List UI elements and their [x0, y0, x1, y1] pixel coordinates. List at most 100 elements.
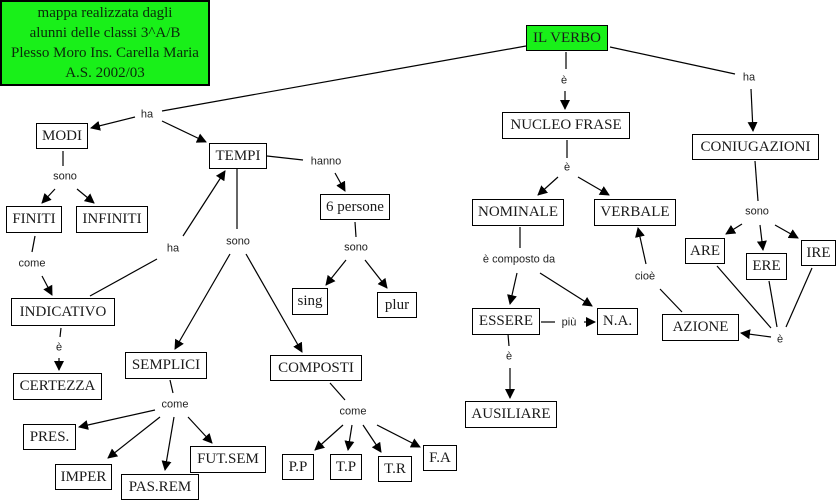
- edge-tempi-hanno: [266, 155, 304, 161]
- edge-come-imper: [107, 416, 161, 459]
- edge-come-tr: [362, 424, 382, 453]
- edge-sono-ire: [774, 224, 799, 239]
- link-label-semplici-come: come: [160, 398, 190, 411]
- edge-ha-tempi-up: [182, 170, 226, 237]
- node-pas-rem[interactable]: PAS.REM: [121, 474, 199, 500]
- link-label-persone-sono: sono: [343, 241, 369, 254]
- node-nominale[interactable]: NOMINALE: [472, 199, 564, 226]
- link-label-modi-sono: sono: [52, 170, 78, 183]
- node-tr[interactable]: T.R: [378, 456, 412, 482]
- edge-indicativo-e: [59, 327, 62, 338]
- node-ire[interactable]: IRE: [801, 240, 836, 266]
- edge-semplici-come: [169, 379, 174, 394]
- edge-come-pasrem: [161, 416, 175, 471]
- edge-come-futsem: [187, 416, 213, 444]
- edge-finiti-come: [31, 235, 36, 253]
- node-modi[interactable]: MODI: [36, 123, 88, 149]
- edge-composto-na: [539, 272, 593, 307]
- node-certezza[interactable]: CERTEZZA: [13, 373, 102, 400]
- node-nucleo-frase[interactable]: NUCLEO FRASE: [502, 112, 630, 139]
- link-label-coniugazioni-sono: sono: [744, 205, 770, 218]
- link-label-composti-come: come: [338, 405, 368, 418]
- node-essere[interactable]: ESSERE: [472, 308, 540, 335]
- edge-e-azione: [740, 329, 772, 340]
- link-label-essere-piu: più: [560, 316, 578, 329]
- edge-ire-e: [785, 267, 813, 328]
- edge-indicativo-ha: [89, 258, 158, 297]
- node-imper[interactable]: IMPER: [55, 464, 112, 490]
- node-plur[interactable]: plur: [377, 292, 417, 318]
- node-fut-sem[interactable]: FUT.SEM: [190, 446, 266, 473]
- credit-line: alunni delle classi 3^A/B: [29, 25, 181, 41]
- node-composti[interactable]: COMPOSTI: [270, 355, 362, 381]
- link-label-indicativo-e: è: [54, 341, 64, 354]
- node-verbale[interactable]: VERBALE: [594, 199, 676, 226]
- edge-verbo-ha-right: [609, 46, 736, 75]
- edge-come-pp: [314, 424, 344, 451]
- link-label-nucleo-e: è: [562, 161, 572, 174]
- link-label-verbo-ha-left: ha: [139, 108, 155, 121]
- link-label-verbo-ha-right: ha: [741, 71, 757, 84]
- edge-sono-are: [725, 223, 743, 235]
- edge-ha-tempi: [161, 120, 207, 143]
- edge-sono-ere: [756, 224, 767, 251]
- node-are[interactable]: ARE: [685, 238, 725, 264]
- edge-hanno-persone: [334, 172, 346, 192]
- link-label-essere-e: è: [504, 350, 514, 363]
- node-indicativo[interactable]: INDICATIVO: [11, 298, 115, 326]
- edge-e-nominale: [537, 176, 559, 196]
- link-label-azione-cioe: cioè: [633, 270, 657, 283]
- edge-e-verbale: [577, 176, 610, 196]
- link-label-coniug-e: è: [775, 333, 785, 346]
- credit-line: mappa realizzata dagli: [37, 5, 173, 21]
- node-tempi[interactable]: TEMPI: [209, 143, 267, 169]
- node-semplici[interactable]: SEMPLICI: [125, 352, 207, 379]
- link-label-verbo-e: è: [559, 74, 569, 87]
- edge-composto-essere: [507, 272, 518, 305]
- edge-essere-e: [507, 333, 510, 347]
- edge-sono-finiti: [41, 188, 56, 204]
- edge-are-e: [716, 265, 772, 329]
- edge-coniug-sono: [754, 160, 759, 202]
- credit-line: Plesso Moro Ins. Carella Maria: [11, 45, 199, 61]
- edge-composti-come: [329, 382, 346, 401]
- edge-sono-infiniti: [76, 188, 95, 204]
- node-azione[interactable]: AZIONE: [662, 314, 739, 341]
- edge-come-indicativo: [41, 275, 53, 296]
- node-il-verbo[interactable]: IL VERBO: [526, 25, 608, 51]
- edge-sono-plur: [364, 259, 388, 289]
- node-sing[interactable]: sing: [292, 288, 328, 315]
- edge-come-tp: [344, 424, 355, 451]
- node-na[interactable]: N.A.: [597, 308, 638, 335]
- author-credit-box: mappa realizzata dagli alunni delle clas…: [0, 0, 210, 86]
- edge-sono-composti: [245, 253, 303, 353]
- node-6-persone[interactable]: 6 persone: [320, 194, 390, 220]
- edge-ere-e: [768, 280, 778, 328]
- edge-ha-modi: [90, 116, 136, 131]
- node-ere[interactable]: ERE: [746, 253, 787, 280]
- node-coniugazioni[interactable]: CONIUGAZIONI: [692, 134, 819, 160]
- link-label-tempi-hanno: hanno: [309, 155, 343, 168]
- edge-cioe-verbale: [635, 227, 647, 265]
- edge-come-pres: [78, 409, 156, 430]
- node-fa[interactable]: F.A: [423, 445, 457, 471]
- node-ausiliare[interactable]: AUSILIARE: [465, 401, 557, 428]
- link-label-finiti-come: come: [17, 257, 47, 270]
- edge-ha-coniug: [747, 88, 758, 132]
- node-pres[interactable]: PRES.: [23, 424, 76, 450]
- edge-sono-sing: [325, 259, 347, 286]
- edge-verbo-ha-left: [161, 45, 527, 112]
- link-label-indicativo-ha: ha: [165, 242, 181, 255]
- edge-sono-semplici: [174, 253, 231, 350]
- node-tp[interactable]: T.P: [330, 454, 362, 480]
- link-label-nominale-composto: è composto da: [481, 253, 557, 266]
- edge-persone-sono: [354, 221, 357, 238]
- link-label-tempi-sono: sono: [225, 235, 251, 248]
- node-pp[interactable]: P.P: [282, 454, 314, 480]
- node-finiti[interactable]: FINITI: [6, 206, 62, 233]
- edge-azione-cioe: [659, 288, 683, 313]
- node-infiniti[interactable]: INFINITI: [76, 206, 148, 233]
- edge-come-fa: [376, 424, 421, 448]
